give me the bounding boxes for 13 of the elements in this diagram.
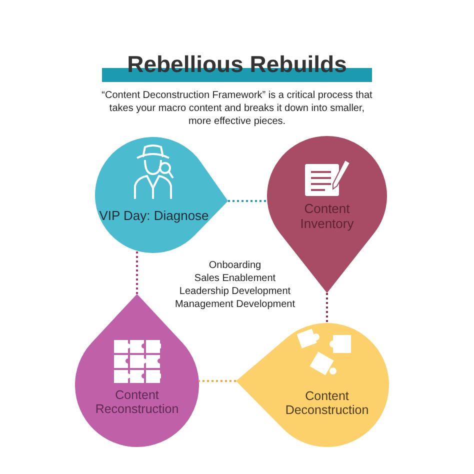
list-item: Management Development (174, 299, 296, 311)
node-label: Content Deconstruction (284, 389, 370, 418)
node-label: VIP Day: Diagnose (98, 209, 210, 224)
dotted-connector (199, 380, 236, 382)
description: “Content Deconstruction Framework” is a critical process that takes your macro content and breaks it down into smaller, more effective pieces. (100, 89, 374, 128)
node-label: Content Reconstruction (94, 388, 180, 417)
list-item: Leadership Development (178, 286, 292, 298)
dotted-connector (136, 250, 138, 294)
dotted-connector (228, 200, 267, 202)
list-item: Onboarding (208, 260, 262, 272)
dotted-connector (326, 293, 328, 323)
list-item: Sales Enablement (193, 273, 277, 285)
node-label: Content Inventory (299, 202, 355, 232)
